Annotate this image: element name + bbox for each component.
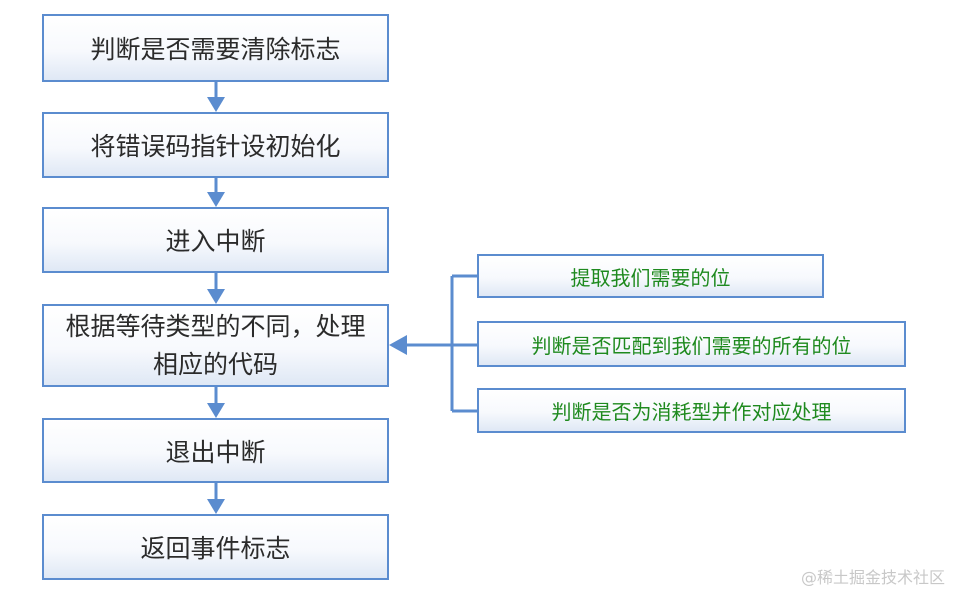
step-6-box: 返回事件标志 — [42, 514, 389, 580]
step-2-box: 将错误码指针设初始化 — [42, 112, 389, 178]
arrow-head-2-3 — [207, 192, 225, 207]
step-3-label: 进入中断 — [165, 227, 266, 256]
step-4-label: 根据等待类型的不同，处理相应的代码 — [65, 311, 366, 379]
step-3-box: 进入中断 — [42, 207, 389, 273]
step-5-label: 退出中断 — [165, 437, 266, 467]
step-2-label: 将错误码指针设初始化 — [90, 132, 341, 161]
step-6-label: 返回事件标志 — [140, 534, 291, 563]
step-1-box: 判断是否需要清除标志 — [42, 14, 389, 82]
arrow-head-3-4 — [207, 289, 225, 304]
side-note-1-box: 提取我们需要的位 — [477, 254, 824, 298]
arrow-head-5-6 — [207, 499, 225, 514]
side-note-1-label: 提取我们需要的位 — [570, 265, 731, 290]
bracket-arrow-head — [389, 335, 407, 355]
side-note-3-label: 判断是否为消耗型并作对应处理 — [551, 400, 832, 424]
watermark: @稀土掘金技术社区 — [800, 568, 945, 587]
side-note-3-box: 判断是否为消耗型并作对应处理 — [477, 388, 906, 433]
step-1-label: 判断是否需要清除标志 — [90, 35, 341, 64]
side-note-2-label: 判断是否匹配到我们需要的所有的位 — [531, 333, 852, 358]
side-note-2-box: 判断是否匹配到我们需要的所有的位 — [477, 321, 906, 367]
arrow-head-4-5 — [207, 403, 225, 418]
step-5-box: 退出中断 — [42, 418, 389, 483]
step-4-box: 根据等待类型的不同，处理相应的代码 — [42, 304, 389, 387]
arrow-head-1-2 — [207, 97, 225, 112]
